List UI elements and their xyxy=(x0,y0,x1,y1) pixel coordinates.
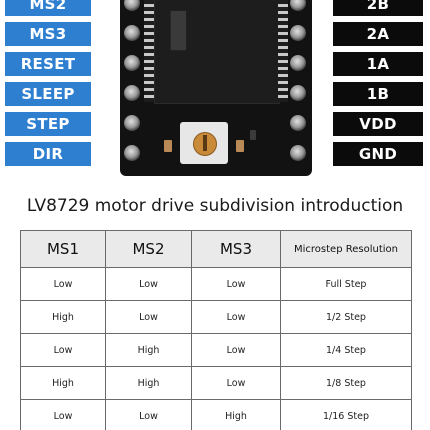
pin-hole xyxy=(290,25,306,41)
smd-component xyxy=(250,130,256,140)
microstep-table: MS1 MS2 MS3 Microstep Resolution Low Low… xyxy=(20,230,412,430)
chip-marking: █████ xyxy=(170,11,185,51)
pin-hole xyxy=(290,0,306,11)
pin-hole xyxy=(124,0,140,11)
potentiometer-knob xyxy=(193,132,217,156)
cell-ms1: Low xyxy=(20,399,106,430)
section-title: LV8729 motor drive subdivision introduct… xyxy=(26,196,404,216)
cell-ms2: Low xyxy=(105,267,192,301)
cell-ms3: High xyxy=(191,399,281,430)
table-header-row: MS1 MS2 MS3 Microstep Resolution xyxy=(20,230,412,268)
cell-ms1: High xyxy=(20,300,106,334)
table-row: High High Low 1/8 Step xyxy=(20,366,412,400)
pin-label-2a: 2A xyxy=(333,22,423,46)
cell-resolution: 1/16 Step xyxy=(280,399,412,430)
chip-pins-left xyxy=(144,0,154,102)
chip-pins-right xyxy=(278,0,288,102)
pin-label-step: STEP xyxy=(5,112,91,136)
pin-hole xyxy=(290,85,306,101)
cell-ms1: High xyxy=(20,366,106,400)
table-row: High Low Low 1/2 Step xyxy=(20,300,412,334)
pin-label-ms2: MS2 xyxy=(5,0,91,16)
cell-ms3: Low xyxy=(191,300,281,334)
cell-ms3: Low xyxy=(191,267,281,301)
pin-hole xyxy=(124,55,140,71)
pin-label-2b: 2B xyxy=(333,0,423,16)
cell-resolution: 1/4 Step xyxy=(280,333,412,367)
pin-label-gnd: GND xyxy=(333,142,423,166)
pin-hole xyxy=(124,85,140,101)
pin-hole xyxy=(124,25,140,41)
current-potentiometer xyxy=(180,122,228,164)
right-pin-labels: 2B 2A 1A 1B VDD GND xyxy=(333,0,423,172)
cell-ms2: High xyxy=(105,333,192,367)
left-pin-labels: MS2 MS3 RESET SLEEP STEP DIR xyxy=(5,0,91,172)
driver-board-image: █████ xyxy=(120,0,312,176)
pin-label-1b: 1B xyxy=(333,82,423,106)
smd-component xyxy=(236,140,244,152)
cell-resolution: 1/2 Step xyxy=(280,300,412,334)
right-pin-header xyxy=(288,0,310,172)
pin-hole xyxy=(290,145,306,161)
pin-hole xyxy=(124,145,140,161)
pin-label-sleep: SLEEP xyxy=(5,82,91,106)
pin-label-vdd: VDD xyxy=(333,112,423,136)
cell-resolution: 1/8 Step xyxy=(280,366,412,400)
cell-ms1: Low xyxy=(20,333,106,367)
pin-label-1a: 1A xyxy=(333,52,423,76)
table-row: Low High Low 1/4 Step xyxy=(20,333,412,367)
cell-ms3: Low xyxy=(191,366,281,400)
cell-ms1: Low xyxy=(20,267,106,301)
cell-ms2: Low xyxy=(105,399,192,430)
pin-hole xyxy=(290,55,306,71)
cell-resolution: Full Step xyxy=(280,267,412,301)
pin-hole xyxy=(124,115,140,131)
cell-ms3: Low xyxy=(191,333,281,367)
driver-chip: █████ xyxy=(154,0,280,104)
cell-ms2: Low xyxy=(105,300,192,334)
pin-hole xyxy=(290,115,306,131)
table-row: Low Low High 1/16 Step xyxy=(20,399,412,430)
header-ms1: MS1 xyxy=(20,230,106,268)
left-pin-header xyxy=(122,0,144,172)
pin-label-dir: DIR xyxy=(5,142,91,166)
potentiometer-slot xyxy=(203,135,207,151)
pin-label-reset: RESET xyxy=(5,52,91,76)
header-microstep-resolution: Microstep Resolution xyxy=(280,230,412,268)
table-row: Low Low Low Full Step xyxy=(20,267,412,301)
header-ms2: MS2 xyxy=(105,230,192,268)
smd-component xyxy=(164,140,172,152)
cell-ms2: High xyxy=(105,366,192,400)
pin-label-ms3: MS3 xyxy=(5,22,91,46)
header-ms3: MS3 xyxy=(191,230,281,268)
